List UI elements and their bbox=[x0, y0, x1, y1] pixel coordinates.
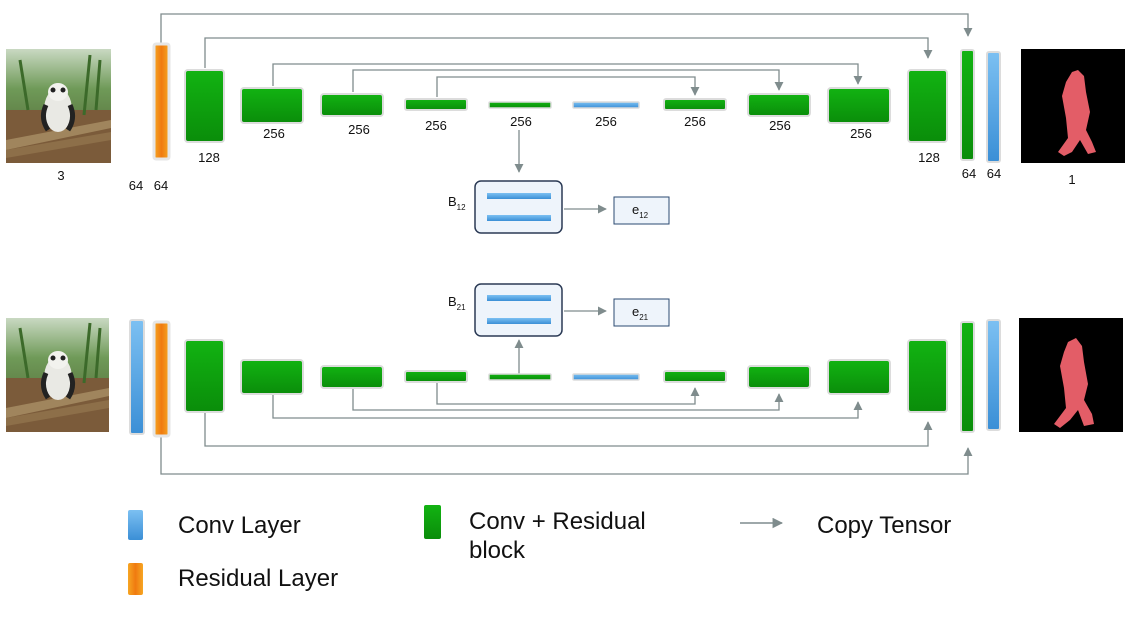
skip-arrow bbox=[272, 394, 863, 419]
skip-arrow bbox=[160, 13, 973, 44]
channel-label: 64 bbox=[129, 178, 143, 193]
channel-label: 256 bbox=[850, 126, 872, 141]
skip-arrow bbox=[160, 436, 973, 475]
legend-conv-residual-label: Conv + Residual bbox=[469, 508, 646, 535]
legend-conv-label: Conv Layer bbox=[178, 512, 301, 539]
top-bottleneck: B12 e12 bbox=[448, 130, 670, 234]
channel-label: 128 bbox=[918, 150, 940, 165]
skip-arrow bbox=[272, 63, 863, 86]
bottom-network: B21 e21 bbox=[6, 283, 1123, 475]
conv-residual-block bbox=[907, 69, 948, 143]
bottleneck-label: B21 bbox=[448, 294, 466, 312]
legend-residual-layer: Residual Layer bbox=[128, 563, 338, 595]
panda-photo-icon bbox=[6, 318, 109, 432]
top-channel-labels: 3 64 64 128 256 256 256 256 256 256 256 … bbox=[57, 114, 1075, 193]
conv-residual-block bbox=[663, 370, 727, 383]
legend-conv-residual-block: Conv + Residual block bbox=[424, 505, 646, 564]
bottom-skip-connections bbox=[160, 382, 973, 475]
residual-layer-swatch bbox=[128, 563, 143, 595]
conv-residual-block bbox=[827, 87, 891, 124]
top-network: 3 64 64 128 256 256 256 256 256 256 256 … bbox=[6, 13, 1125, 234]
legend-residual-label: Residual Layer bbox=[178, 565, 338, 592]
conv-layer bbox=[572, 373, 640, 381]
conv-residual-block bbox=[747, 365, 811, 389]
conv-layer-swatch bbox=[128, 510, 143, 540]
conv-layer bbox=[986, 51, 1001, 163]
skip-arrow bbox=[204, 37, 933, 68]
conv-layer bbox=[572, 101, 640, 109]
panda-photo-icon bbox=[6, 49, 111, 163]
embedding-label: e21 bbox=[632, 304, 649, 322]
skip-arrow bbox=[352, 69, 784, 92]
conv-residual-block bbox=[320, 93, 384, 117]
top-skip-connections bbox=[160, 13, 973, 97]
residual-layer bbox=[152, 320, 171, 438]
conv-residual-block bbox=[907, 339, 948, 413]
conv-residual-swatch bbox=[424, 505, 441, 539]
channel-label: 256 bbox=[510, 114, 532, 129]
channel-label: 256 bbox=[348, 122, 370, 137]
conv-residual-block bbox=[240, 87, 304, 124]
conv-residual-block bbox=[488, 101, 552, 109]
conv-residual-block bbox=[240, 359, 304, 395]
embedding-box bbox=[613, 196, 670, 225]
top-layers bbox=[152, 42, 1001, 163]
conv-residual-block bbox=[488, 373, 552, 381]
channel-label: 128 bbox=[198, 150, 220, 165]
legend-copy-tensor: Copy Tensor bbox=[740, 512, 951, 539]
embedding-box bbox=[613, 298, 670, 327]
conv-residual-block bbox=[960, 49, 975, 161]
legend: Conv Layer Residual Layer Conv + Residua… bbox=[128, 505, 951, 595]
channel-label: 64 bbox=[154, 178, 168, 193]
embedding-label: e12 bbox=[632, 202, 649, 220]
conv-residual-block bbox=[184, 339, 225, 413]
bottleneck-box bbox=[474, 180, 563, 234]
conv-residual-block bbox=[184, 69, 225, 143]
conv-residual-block bbox=[404, 98, 468, 111]
conv-residual-block bbox=[663, 98, 727, 111]
skip-arrow bbox=[352, 388, 784, 411]
legend-copy-label: Copy Tensor bbox=[817, 512, 951, 539]
channel-label: 64 bbox=[987, 166, 1001, 181]
bottleneck-box bbox=[474, 283, 563, 337]
bottom-layers bbox=[129, 319, 1001, 438]
skip-arrow bbox=[436, 382, 700, 405]
channel-label: 64 bbox=[962, 166, 976, 181]
skip-arrow bbox=[204, 412, 933, 447]
conv-layer bbox=[129, 319, 145, 435]
legend-conv-residual-label-2: block bbox=[469, 537, 526, 564]
residual-layer bbox=[152, 42, 171, 161]
conv-residual-block bbox=[320, 365, 384, 389]
skip-arrow bbox=[436, 76, 700, 97]
conv-residual-block bbox=[747, 93, 811, 117]
output-channel-label: 1 bbox=[1068, 172, 1075, 187]
channel-label: 256 bbox=[263, 126, 285, 141]
segmentation-mask-icon bbox=[1021, 49, 1125, 163]
segmentation-mask-icon bbox=[1019, 318, 1123, 432]
input-channel-label: 3 bbox=[57, 168, 64, 183]
channel-label: 256 bbox=[595, 114, 617, 129]
conv-residual-block bbox=[827, 359, 891, 395]
channel-label: 256 bbox=[769, 118, 791, 133]
channel-label: 256 bbox=[425, 118, 447, 133]
conv-layer bbox=[986, 319, 1001, 431]
conv-residual-block bbox=[404, 370, 468, 383]
channel-label: 256 bbox=[684, 114, 706, 129]
bottleneck-label: B12 bbox=[448, 194, 466, 212]
conv-residual-block bbox=[960, 321, 975, 433]
legend-conv-layer: Conv Layer bbox=[128, 510, 301, 540]
bottom-bottleneck: B21 e21 bbox=[448, 283, 670, 374]
